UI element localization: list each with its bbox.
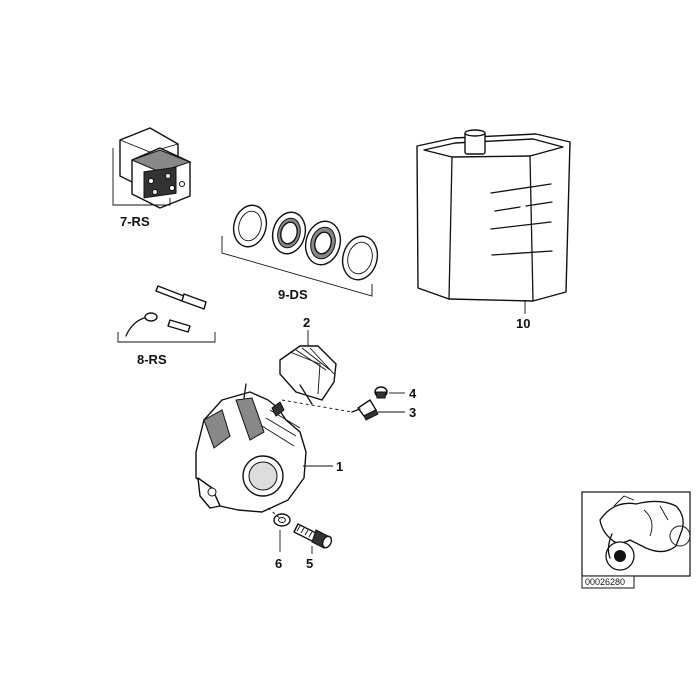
bracket-9 [221,236,373,297]
bleeder-screw[interactable] [351,399,379,421]
pin-set[interactable] [125,285,207,337]
seal-ring-set[interactable] [229,202,382,284]
bleeder-cap[interactable] [374,386,388,399]
brake-pad-set[interactable] [119,127,192,209]
bracket-8 [117,332,216,343]
pad-retainer[interactable] [279,345,337,405]
label-10: 10 [516,316,530,331]
location-thumbnail[interactable]: 00026280 [581,491,691,589]
bracket-7 [112,148,171,206]
caliper-bolt[interactable] [293,523,333,549]
label-3: 3 [409,405,416,420]
motorcycle-icon [599,495,691,571]
label-1: 1 [336,459,343,474]
label-9-ds: 9-DS [278,287,308,302]
label-7-rs: 7-RS [120,214,150,229]
guide-line [281,399,353,413]
label-2: 2 [303,315,310,330]
label-4: 4 [409,386,417,401]
brake-fluid-can[interactable] [416,129,571,302]
label-5: 5 [306,556,313,571]
reference-number: 00026280 [585,577,625,587]
label-6: 6 [275,556,282,571]
brake-caliper[interactable] [195,383,307,513]
label-8-rs: 8-RS [137,352,167,367]
